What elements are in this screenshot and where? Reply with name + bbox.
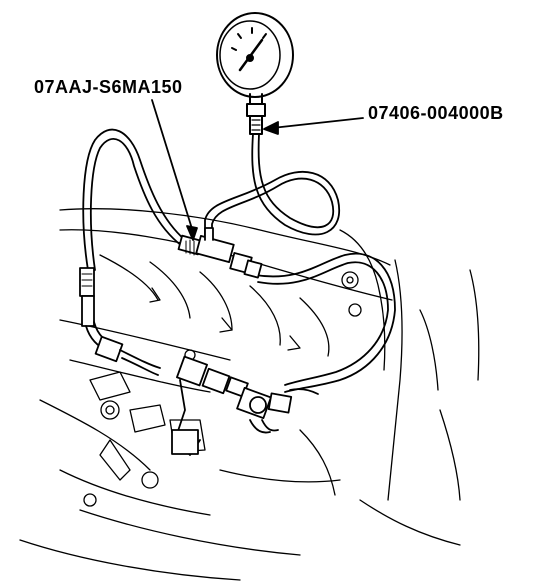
left-hose-fittings	[79, 267, 161, 376]
pressure-gauge-icon	[216, 12, 294, 135]
leader-lines	[151, 99, 364, 241]
fuel-hose	[82, 128, 396, 393]
engine-outline	[19, 208, 480, 581]
t-adapter	[177, 227, 263, 279]
part-number-gauge-label: 07406-004000B	[368, 103, 504, 123]
lower-fittings	[171, 355, 319, 456]
gauge-hose	[204, 133, 341, 241]
part-number-adapter-label: 07AAJ-S6MA150	[34, 77, 183, 97]
